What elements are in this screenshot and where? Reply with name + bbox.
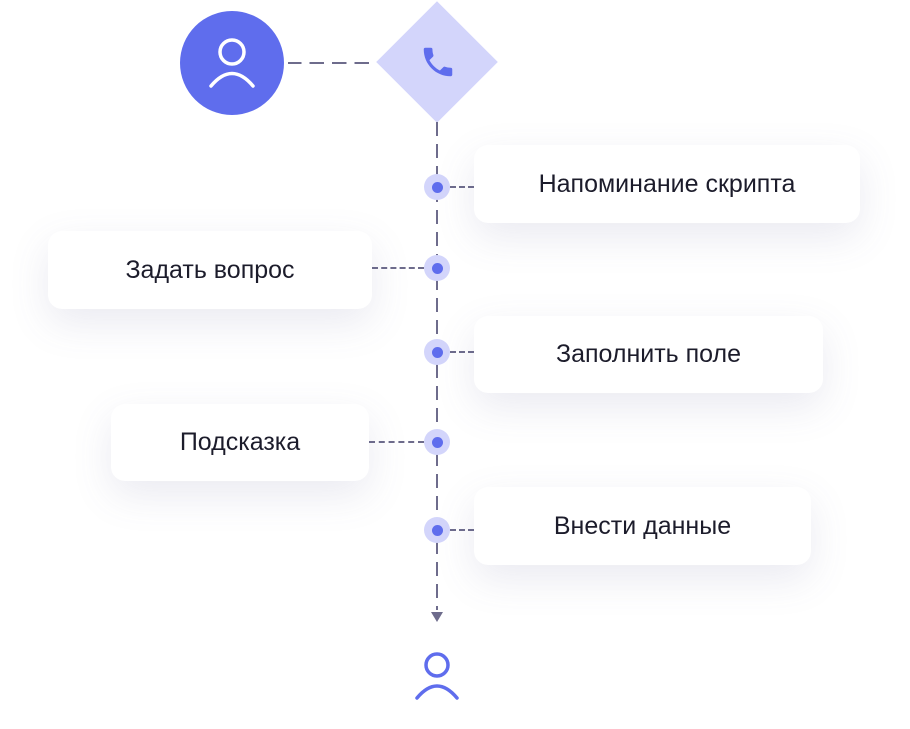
step-label: Задать вопрос [125,255,295,284]
step-card[interactable]: Внести данные [474,487,811,565]
step-label: Заполнить поле [555,340,742,368]
connector [450,529,474,531]
timeline-node [424,517,450,543]
step-label: Внести данные [553,511,732,540]
step-label: Напоминание скрипта [538,169,796,198]
user-avatar-start [180,11,284,115]
connector [450,351,474,353]
connector-start [288,62,376,64]
connector [369,441,424,443]
arrow-head-icon [431,612,443,622]
user-icon-end [415,652,459,700]
connector [372,267,424,269]
timeline-node [424,255,450,281]
user-icon [209,38,255,88]
step-card[interactable]: Напоминание скрипта [474,145,860,223]
timeline-node [424,339,450,365]
step-card[interactable]: Заполнить поле [474,316,823,393]
timeline-node [424,429,450,455]
step-card[interactable]: Подсказка [111,404,369,481]
connector [450,186,474,188]
timeline-node [424,174,450,200]
phone-icon [423,47,453,77]
step-label: Подсказка [179,428,301,456]
step-card[interactable]: Задать вопрос [48,231,372,309]
